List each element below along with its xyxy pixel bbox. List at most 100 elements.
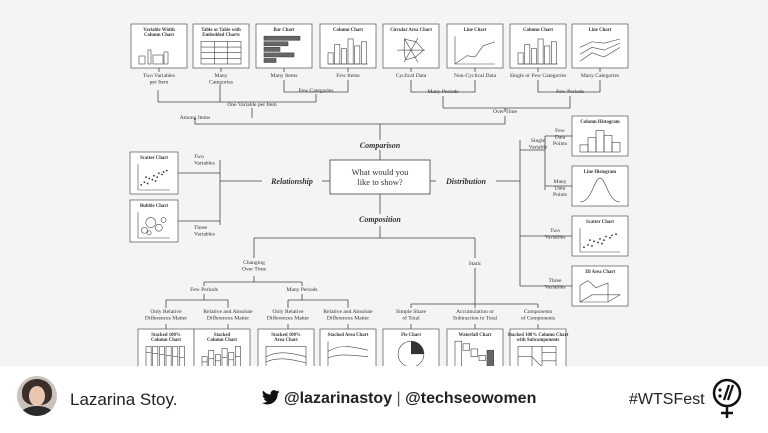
axis-line [137,164,170,191]
label: Many Periods [427,89,458,95]
column-mark [551,41,557,65]
scatter-point [593,240,595,243]
column-mark [179,346,185,366]
twitter-handle-org[interactable]: @techseowomen [405,390,537,407]
connector-line [194,118,380,125]
comparison-chart-3: Bar Chart [255,23,313,69]
distribution-chart-3: Scatter Chart [571,215,629,257]
chart-title: Stacked 100%Column Chart [151,333,181,343]
chart-box [446,328,504,366]
label: Over Time [493,109,518,115]
label: Many Periods [286,287,317,293]
column-mark [159,346,165,366]
composition-chart-6: Waterfall Chart [446,328,504,366]
chart-title: Waterfall Chart [459,333,492,338]
radar-shape [403,38,424,61]
area-base [578,294,622,303]
chart-title: Line Chart [589,28,612,33]
waterfall-bar [462,343,470,351]
scatter-point [165,169,168,172]
column-mark [544,45,551,65]
scatter-point [157,172,160,175]
column-mark [541,346,557,366]
axis-line [137,212,170,239]
distribution-chart-1: Column Histogram [571,115,629,157]
column-mark [334,44,341,65]
scatter-point [151,178,154,181]
area-band [327,354,369,359]
distribution-chart-4: 3D Area Chart [571,265,629,307]
scatter-point [615,233,617,236]
scatter-point [162,171,165,173]
area-band [265,358,307,364]
line-mark [579,42,621,55]
bubble-mark [160,217,167,223]
label: Among Items [180,115,211,121]
scatter-point [591,245,593,247]
connector-line [537,80,601,93]
bar-mark [263,47,281,52]
scatter-point [587,243,589,246]
column-mark [147,49,152,65]
pie-slice [411,341,424,355]
wts-logo-icon [712,378,742,418]
scatter-point [603,239,605,242]
comparison-leaf-label: Many Items [271,73,298,79]
branch-comparison: Comparison [360,141,401,150]
scatter-point [589,239,591,242]
axis-line [327,341,329,366]
scatter-point [156,176,159,179]
column-mark [152,346,159,366]
waterfall-bar [470,348,478,357]
chart-box [571,215,629,257]
chart-title: 3D Area Chart [585,270,616,275]
waterfall-bar [486,349,494,366]
twitter-handle-personal[interactable]: @lazarinastoy [284,390,393,407]
comparison-leaf-label: Single or Few Categories [510,73,567,79]
chart-title: Column Histogram [580,120,620,125]
scatter-point [140,183,143,186]
bubble-mark [146,230,152,236]
chart-title: Bar Chart [273,28,294,33]
relationship-chart-2: Bubble Chart [129,199,179,243]
chart-box [571,23,629,69]
chart-box [319,328,377,366]
column-mark [531,48,537,65]
comparison-chart-5: Circular Area Chart [382,23,440,69]
column-mark [138,55,146,65]
scatter-point [145,176,147,179]
comparison-chart-8: Line Chart [571,23,629,69]
histogram-bin [611,142,621,153]
bar-mark [263,58,277,63]
label: Few Periods [556,89,584,95]
column-mark [361,41,367,65]
comparison-chart-4: Column Chart [319,23,377,69]
connector-line [380,116,506,125]
chart-title: Pie Chart [401,333,421,338]
comparison-chart-6: Line Chart [446,23,504,69]
chart-box [257,328,315,366]
line-mark [579,38,621,48]
scatter-point [609,236,611,239]
column-mark [524,44,531,65]
branch-composition: Composition [359,215,401,224]
waterfall-bar [454,340,462,366]
chart-title: Scatter Chart [140,156,168,161]
column-mark [354,45,361,65]
